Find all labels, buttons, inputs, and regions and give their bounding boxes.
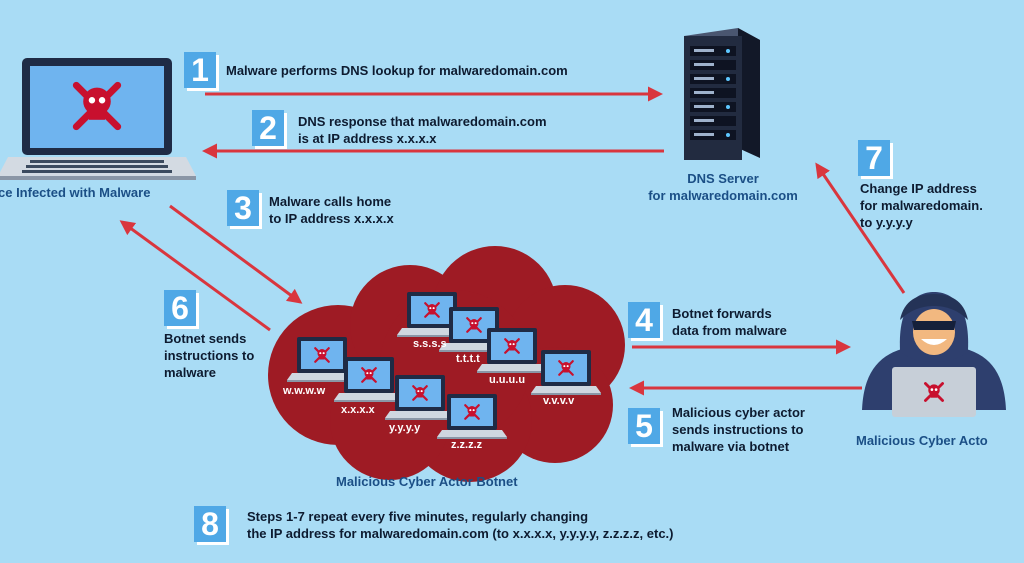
step-number-8: 8 [194, 506, 226, 542]
step-number-4: 4 [628, 302, 660, 338]
bot-laptop-z [437, 394, 507, 439]
botnet-ip-label: w.w.w.w [283, 385, 326, 397]
bot-laptop-y [385, 375, 455, 420]
step-number-7: 7 [858, 140, 890, 176]
arrow-step7 [815, 162, 906, 294]
dns-server-label: DNS Server for malwaredomain.com [648, 171, 798, 203]
step-number-5: 5 [628, 408, 660, 444]
step-text-3: Malware calls home to IP address x.x.x.x [269, 194, 394, 226]
infected-device-label: ce Infected with Malware [0, 185, 151, 200]
dns-server-icon [684, 28, 760, 160]
botnet-label: Malicious Cyber Actor Botnet [336, 474, 518, 489]
step-text-8: Steps 1-7 repeat every five minutes, reg… [247, 509, 674, 541]
step-number-6: 6 [164, 290, 196, 326]
bot-laptop-x [334, 357, 404, 402]
bot-laptop-v [531, 350, 601, 395]
infected-laptop-icon [0, 58, 196, 180]
botnet-ip-label: u.u.u.u [489, 374, 526, 386]
actor-label: Malicious Cyber Acto [856, 433, 988, 448]
step-text-2: DNS response that malwaredomain.com is a… [298, 114, 547, 146]
arrow-step6 [119, 220, 271, 332]
botnet-ip-label: y.y.y.y [389, 422, 421, 434]
step-text-4: Botnet forwards data from malware [672, 306, 787, 338]
botnet-ip-label: t.t.t.t [456, 353, 480, 365]
hooded-hacker-icon [862, 292, 1006, 417]
step-text-7: Change IP address for malwaredomain. to … [860, 181, 983, 230]
botnet-ip-label: v.v.v.v [543, 395, 575, 407]
step-number-2: 2 [252, 110, 284, 146]
botnet-ip-label: z.z.z.z [451, 439, 483, 451]
step-number-1: 1 [184, 52, 216, 88]
botnet-ip-label: x.x.x.x [341, 404, 375, 416]
bot-laptop-u [477, 328, 547, 373]
step-text-1: Malware performs DNS lookup for malwared… [226, 63, 568, 78]
step-number-3: 3 [227, 190, 259, 226]
step-text-5: Malicious cyber actor sends instructions… [672, 405, 805, 454]
botnet-ip-label: s.s.s.s [413, 338, 447, 350]
step-text-6: Botnet sends instructions to malware [164, 331, 255, 380]
arrow-step3 [169, 204, 303, 304]
